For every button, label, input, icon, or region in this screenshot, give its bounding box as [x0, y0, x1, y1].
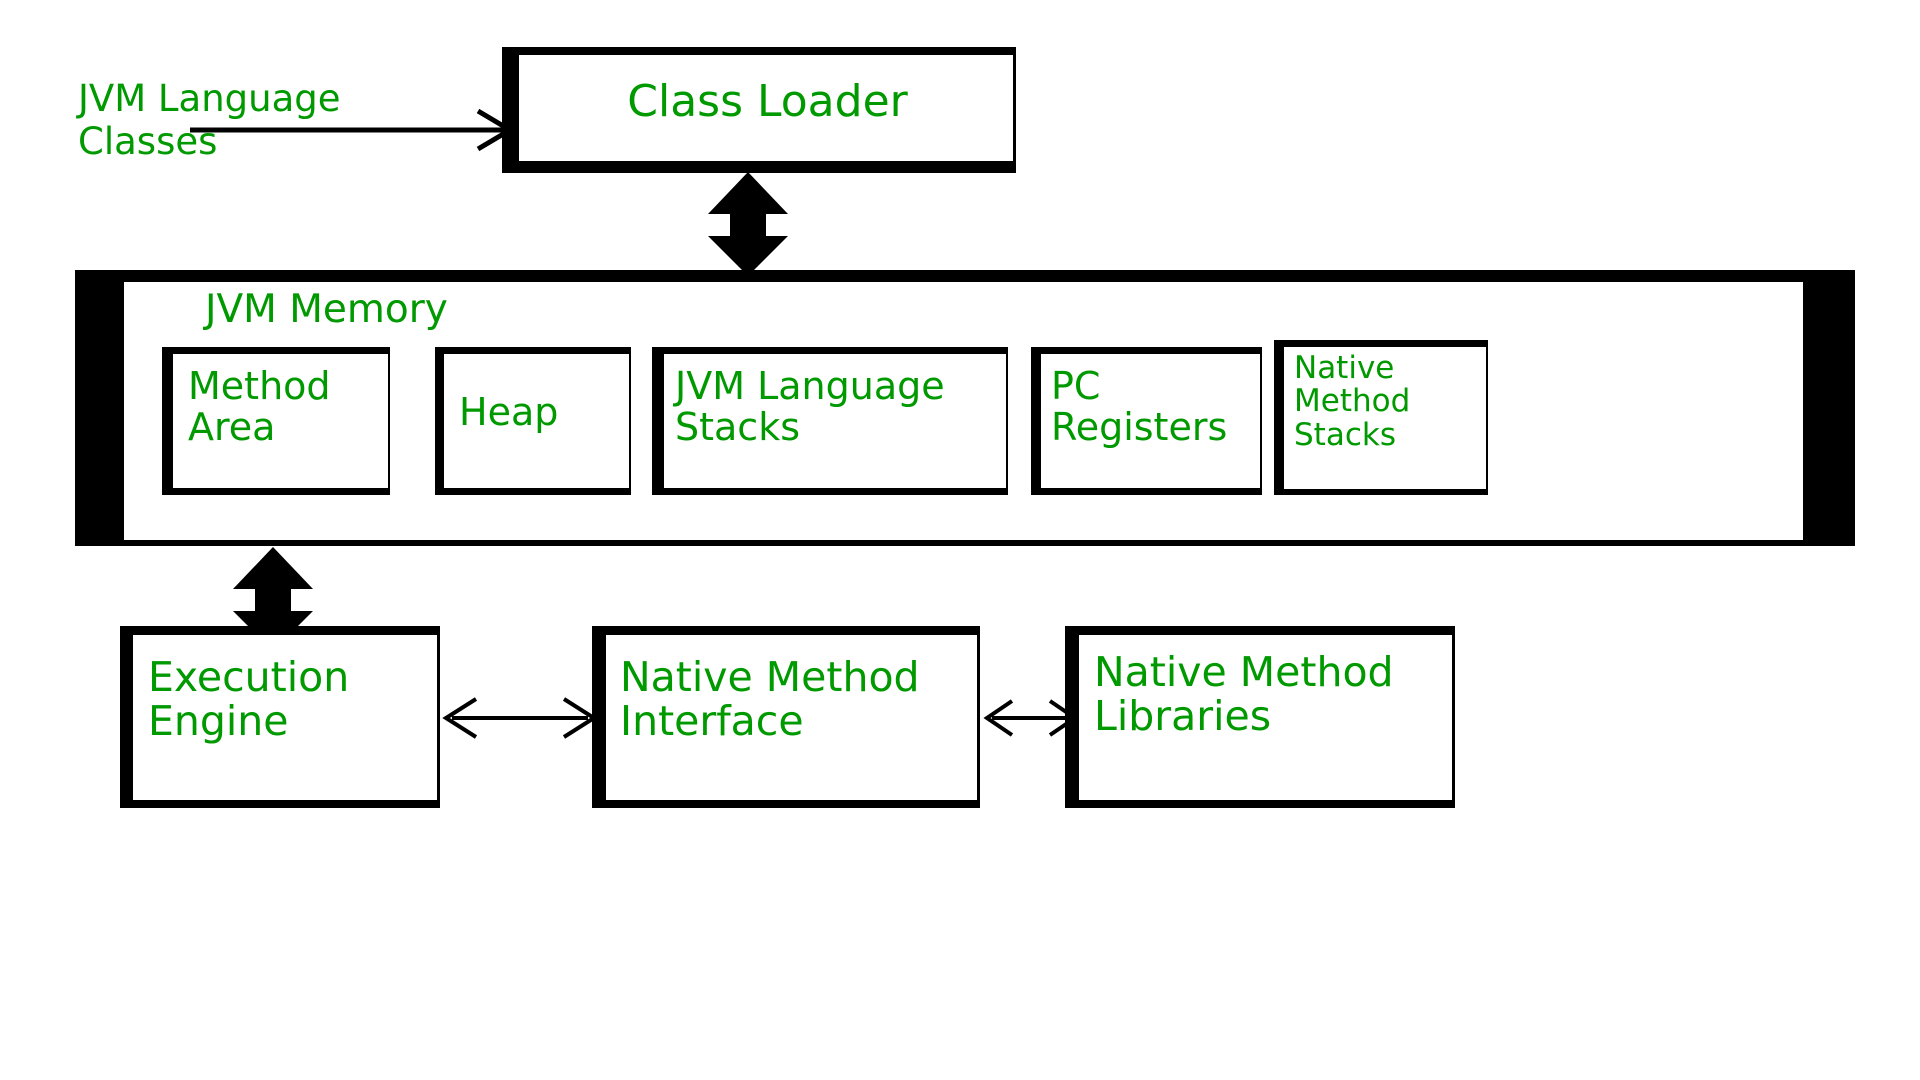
- jvm-memory-title: JVM Memory: [205, 287, 448, 332]
- classes-to-classloader-arrow: [190, 108, 515, 152]
- pc-registers-box[interactable]: [1040, 351, 1262, 490]
- native-method-libraries-box[interactable]: [1079, 631, 1455, 803]
- jvm-language-stacks-box[interactable]: [663, 351, 1008, 490]
- class-loader-label: Class Loader: [627, 76, 908, 127]
- jvm-language-stacks-label: JVM Language Stacks: [675, 364, 945, 450]
- native-method-stacks-box[interactable]: [1283, 344, 1488, 491]
- method-area-label: Method Area: [188, 364, 331, 450]
- heap-box[interactable]: [443, 351, 631, 490]
- jvm-memory-inner-surface-right: [1497, 282, 1803, 540]
- jvm-language-classes-label: JVM Language Classes: [78, 77, 341, 163]
- jvmmemory-to-execution-engine-block-arrow: [233, 547, 313, 651]
- method-area-box[interactable]: [172, 351, 390, 490]
- execution-engine-label: Execution Engine: [148, 653, 350, 746]
- pc-registers-label: PC Registers: [1051, 364, 1228, 450]
- native-method-interface-to-libraries-arrow: [983, 699, 1079, 737]
- execution-engine-box[interactable]: [133, 631, 440, 803]
- native-method-stacks-label: Native Method Stacks: [1294, 350, 1411, 453]
- native-method-libraries-label: Native Method Libraries: [1094, 648, 1394, 741]
- heap-label: Heap: [459, 390, 559, 434]
- execution-engine-to-native-method-interface-arrow: [442, 697, 598, 739]
- native-method-interface-box[interactable]: [606, 631, 980, 803]
- classloader-to-jvmmemory-block-arrow: [708, 172, 788, 276]
- native-method-interface-label: Native Method Interface: [620, 653, 920, 746]
- class-loader-box[interactable]: [519, 51, 1016, 164]
